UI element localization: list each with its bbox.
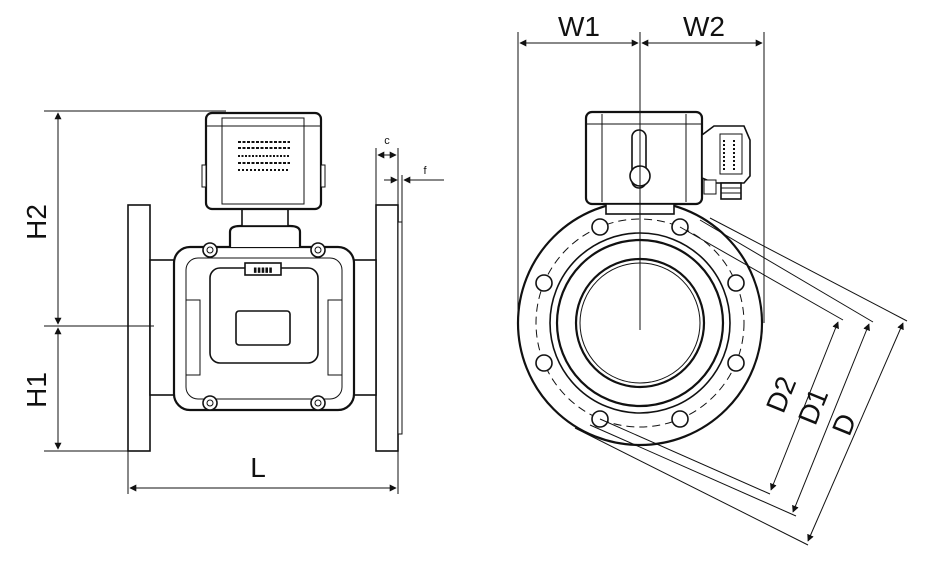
extension-line-d-upper bbox=[709, 217, 908, 322]
label-l: L bbox=[250, 452, 266, 483]
label-w2: W2 bbox=[683, 11, 725, 42]
body-rib-left bbox=[186, 299, 201, 376]
label-h2: H2 bbox=[21, 204, 52, 240]
side-view: ▮▮▮▮▮ H2 bbox=[21, 110, 444, 494]
nameplate-text-mark: ▮▮▮▮▮ bbox=[253, 267, 272, 274]
bolt-hole bbox=[535, 274, 553, 292]
bolt-hole bbox=[535, 354, 553, 372]
flange-gasket bbox=[397, 221, 403, 435]
converter-lug bbox=[201, 164, 207, 188]
body-window bbox=[235, 310, 291, 346]
body-bolt bbox=[202, 242, 218, 258]
converter-label bbox=[238, 141, 290, 171]
label-c: c bbox=[384, 135, 390, 147]
body-bolt bbox=[202, 395, 218, 411]
front-view: W1 W2 D2 D1 D bbox=[516, 11, 908, 546]
meter-body-inner bbox=[185, 257, 343, 400]
label-f: f bbox=[423, 165, 427, 177]
meter-neck bbox=[228, 224, 302, 247]
left-flange bbox=[127, 204, 151, 452]
bolt-holes bbox=[535, 218, 745, 428]
extension-line-d-lower bbox=[574, 427, 809, 546]
body-bolt bbox=[314, 246, 322, 254]
label-w1: W1 bbox=[558, 11, 600, 42]
neck-collar bbox=[241, 207, 289, 227]
label-d: D bbox=[826, 409, 862, 439]
bolt-hole bbox=[671, 410, 689, 428]
converter-lug bbox=[320, 164, 326, 188]
body-bolt bbox=[314, 399, 322, 407]
body-bolt bbox=[310, 395, 326, 411]
bolt-hole bbox=[591, 218, 609, 236]
converter-face bbox=[221, 117, 305, 205]
bolt-circle bbox=[535, 218, 745, 428]
body-nameplate bbox=[244, 262, 282, 276]
label-h1: H1 bbox=[21, 372, 52, 408]
extension-line-d2-upper bbox=[679, 226, 844, 321]
body-rib-right bbox=[327, 299, 342, 376]
converter-head bbox=[204, 111, 323, 211]
bolt-hole bbox=[727, 274, 745, 292]
body-bolt bbox=[310, 242, 326, 258]
dimension-d bbox=[807, 322, 904, 542]
right-flange bbox=[375, 204, 399, 452]
extension-line-d2-lower bbox=[599, 418, 771, 495]
side-connector bbox=[701, 125, 751, 200]
body-bolt bbox=[206, 246, 214, 254]
bolt-hole bbox=[727, 354, 745, 372]
extension-line-d1-lower bbox=[589, 424, 797, 517]
extension-line-d1-upper bbox=[699, 219, 874, 323]
body-bolt bbox=[206, 399, 214, 407]
